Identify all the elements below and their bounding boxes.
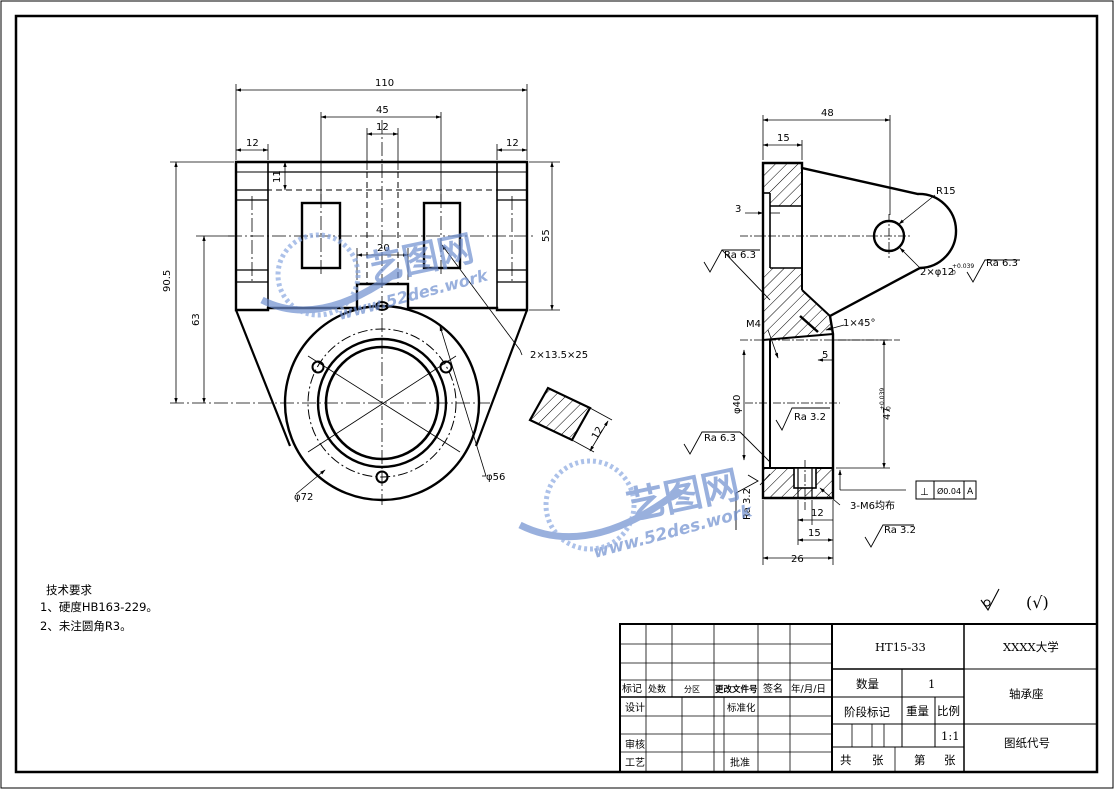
dim-m4: M4 xyxy=(746,319,761,330)
dim-phi72: φ72 xyxy=(294,492,313,503)
dim-phi40: φ40 xyxy=(732,395,743,414)
tb-rev-header-6: 年/月/日 xyxy=(791,683,826,695)
tolerance-frame: ⊥ Ø0.04 A xyxy=(915,480,977,500)
tb-school: XXXX大学 xyxy=(1003,640,1059,654)
dim-90-5: 90.5 xyxy=(162,270,173,292)
watermark-lower: 艺图网 www.52des.work xyxy=(518,458,756,563)
dim-48: 48 xyxy=(821,108,834,119)
section-dimensions xyxy=(742,115,936,565)
dim-26: 26 xyxy=(791,554,804,565)
tb-rev-header-2: 处数 xyxy=(648,683,666,695)
tolerance-symbol: ⊥ xyxy=(920,487,929,498)
notes-title: 技术要求 xyxy=(46,583,92,597)
dim-55: 55 xyxy=(541,229,552,242)
dim-15-top: 15 xyxy=(777,133,790,144)
tb-drawing-no: 图纸代号 xyxy=(1004,736,1050,750)
dim-screws: 3-M6均布 xyxy=(850,500,895,512)
surface-rest: (√) xyxy=(1026,593,1049,612)
notes-line-1: 1、硬度HB163-229。 xyxy=(40,600,158,614)
tb-of-label: 第 xyxy=(914,753,926,767)
dim-chamfer: 1×45° xyxy=(843,318,875,329)
surface-symbol xyxy=(980,588,1000,612)
roughness-r2: Ra 6.3 xyxy=(986,258,1018,269)
tb-scale: 1:1 xyxy=(941,729,960,743)
tb-part-name: 轴承座 xyxy=(1009,687,1044,701)
dim-12-left: 12 xyxy=(246,138,259,149)
dim-slots: 2×13.5×25 xyxy=(530,350,588,361)
notes-line-2: 2、未注圆角R3。 xyxy=(40,619,132,633)
dim-45: 45 xyxy=(376,105,389,116)
dim-phi56: φ56 xyxy=(486,472,505,483)
roughness-symbols xyxy=(683,249,1020,548)
tb-stage-label: 阶段标记 xyxy=(844,705,890,719)
front-view xyxy=(170,120,535,505)
tb-total-label: 共 xyxy=(840,753,852,767)
front-view-dimensions xyxy=(170,84,560,495)
roughness-r5: Ra 3.2 xyxy=(884,525,916,536)
dim-63: 63 xyxy=(191,313,202,326)
roughness-r6: Ra 3.2 xyxy=(742,488,753,520)
dim-3: 3 xyxy=(735,204,741,215)
dim-20: 20 xyxy=(377,243,390,254)
tb-sheet-unit: 张 xyxy=(872,753,884,767)
dim-12-bottom: 12 xyxy=(811,508,824,519)
tb-approve: 批准 xyxy=(730,756,750,769)
roughness-r3: Ra 3.2 xyxy=(794,412,826,423)
tb-standard: 标准化 xyxy=(727,702,756,714)
dim-pin-holes: 2×φ12 xyxy=(920,267,954,278)
dim-rib-12: 12 xyxy=(590,425,606,442)
tb-rev-header-3: 分区 xyxy=(684,685,700,694)
rib-section xyxy=(528,386,613,453)
dim-5: 5 xyxy=(822,350,828,361)
tb-rev-header-4: 更改文件号 xyxy=(715,684,758,695)
dim-47: 47 xyxy=(882,407,893,420)
tb-rev-header-1: 标记 xyxy=(622,683,642,695)
dim-bore-tol: +0.0390 xyxy=(879,388,893,410)
dim-12-right: 12 xyxy=(506,138,519,149)
tb-quantity: 1 xyxy=(928,677,935,691)
dim-12-center: 12 xyxy=(376,122,389,133)
tb-rev-header-5: 签名 xyxy=(763,682,783,695)
tb-weight-label: 重量 xyxy=(906,704,929,718)
dim-r15: R15 xyxy=(936,186,956,197)
tolerance-value: Ø0.04 xyxy=(937,486,961,496)
tb-material: HT15-33 xyxy=(875,640,926,654)
roughness-r4: Ra 6.3 xyxy=(704,433,736,444)
dim-11: 11 xyxy=(272,170,283,183)
dim-110: 110 xyxy=(375,78,394,89)
sheet-frame xyxy=(14,14,1099,774)
tb-sheet-unit-2: 张 xyxy=(944,753,956,767)
tb-scale-label: 比例 xyxy=(937,704,960,718)
roughness-r1: Ra 6.3 xyxy=(724,250,756,261)
tb-design: 设计 xyxy=(625,701,645,714)
dim-15-bottom: 15 xyxy=(808,528,821,539)
tb-process: 工艺 xyxy=(625,757,645,769)
tolerance-datum: A xyxy=(967,487,974,497)
title-block xyxy=(619,623,1098,773)
tb-quantity-label: 数量 xyxy=(856,677,879,691)
section-view xyxy=(740,161,958,510)
tb-review: 审核 xyxy=(625,738,645,751)
